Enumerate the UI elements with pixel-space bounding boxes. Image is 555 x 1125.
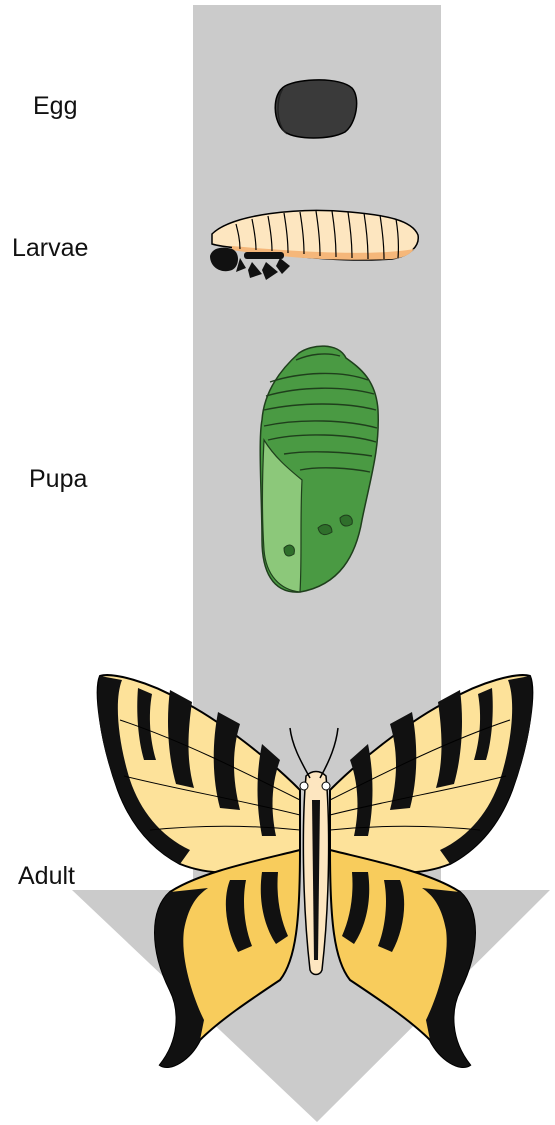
stage-label-pupa: Pupa bbox=[29, 467, 87, 492]
stage-label-egg: Egg bbox=[33, 94, 77, 119]
egg-illustration bbox=[275, 80, 356, 138]
stage-label-larvae: Larvae bbox=[12, 236, 88, 261]
stage-label-adult: Adult bbox=[18, 864, 75, 889]
